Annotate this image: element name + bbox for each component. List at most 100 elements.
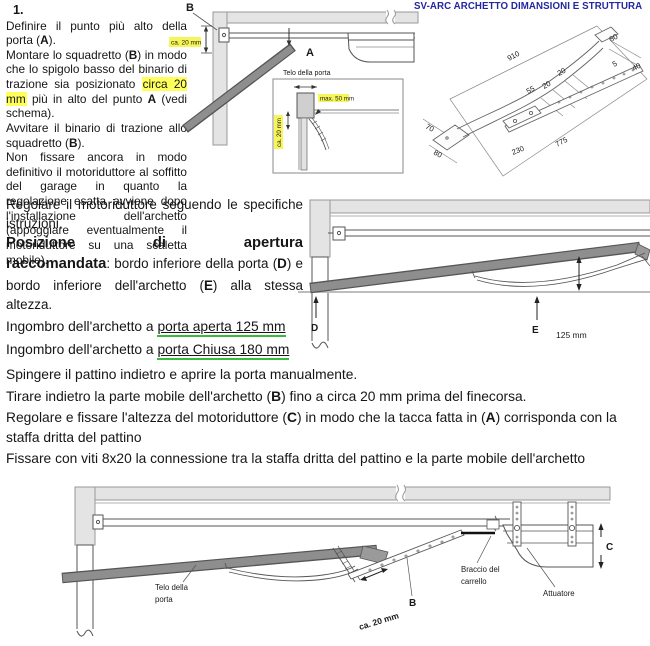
text: Regolare il motoriduttore seguendo le sp… [6, 197, 303, 232]
motor-head [347, 32, 415, 63]
hanging-straps [512, 501, 577, 547]
label-B: B [406, 557, 416, 609]
svg-text:Telo della: Telo della [155, 583, 189, 592]
step-number: 1. [13, 3, 24, 17]
step1-sentence-4: Non fissare ancora in modo definitivo il… [6, 150, 187, 267]
svg-text:775: 775 [554, 135, 569, 149]
text: Fissare con viti 8x20 la connessione tra… [6, 451, 586, 467]
svg-text:80: 80 [432, 148, 444, 160]
text: Ingombro dell'archetto a [6, 318, 158, 334]
wall-post [76, 544, 94, 637]
para3-sentence-4: Fissare con viti 8x20 la connessione tra… [6, 449, 649, 469]
recommended-position-heading: Posizione di apertura raccomandata [6, 235, 303, 273]
value-closed-180mm: porta Chiusa 180 mm [157, 341, 290, 360]
text: Montare lo squadretto ( [6, 47, 129, 62]
rail [92, 514, 510, 532]
wall-post [311, 256, 329, 349]
text: ) e bordo inferiore dell'archetto ( [6, 256, 303, 293]
text: ) fino a circa 20 mm prima del finecorsa… [281, 388, 527, 404]
diagram-door-open-de: D E 125 mm [298, 199, 650, 349]
svg-text:80: 80 [608, 32, 620, 44]
label-D: D [311, 296, 319, 334]
point-A-marker: A [286, 28, 314, 59]
text: Tirare indietro la parte mobile dell'arc… [6, 388, 272, 404]
dimension-labels: 910 80 5 40 20 20 55 70 80 230 775 [424, 32, 642, 160]
svg-text:D: D [311, 323, 318, 334]
label-B: B [186, 2, 218, 31]
svg-text:C: C [606, 542, 613, 553]
dim-ca20mm: ca. 20 mm [169, 25, 212, 54]
ref-c: C [287, 410, 297, 426]
ref-e: E [203, 277, 213, 293]
para2-sentence-1: Regolare il motoriduttore seguendo le sp… [6, 195, 303, 233]
label-braccio-del-carrello: Braccio del carrello [461, 535, 500, 586]
step1-instructions: 1. Definire il punto più alto della port… [6, 3, 187, 267]
trolley-arm [461, 519, 500, 535]
svg-text:Telo della porta: Telo della porta [283, 70, 331, 77]
ref-a: A [147, 91, 157, 106]
svg-text:ca. 20 mm: ca. 20 mm [276, 118, 283, 147]
door-panel-open [61, 544, 389, 584]
label-telo-della-porta: Telo della porta [155, 564, 197, 604]
diagram-open-door-actuator: C Telo della porta Braccio del carrello … [61, 484, 613, 637]
bar-holes [557, 68, 635, 104]
svg-text:max. 50 mm: max. 50 mm [320, 96, 354, 103]
svg-text:B: B [186, 2, 194, 14]
svg-text:E: E [532, 325, 539, 336]
clearance-closed: Ingombro dell'archetto a porta Chiusa 18… [6, 340, 303, 360]
clearance-open: Ingombro dell'archetto a porta aperta 12… [6, 317, 303, 337]
adjustment-instructions: Regolare il motoriduttore seguendo le sp… [6, 195, 303, 360]
para3-sentence-2: Tirare indietro la parte mobile dell'arc… [6, 387, 649, 407]
ref-a: A [485, 410, 496, 426]
dim-C: C [598, 523, 613, 569]
text: Non fissare ancora in modo definitivo il… [6, 150, 187, 267]
text: più in alto del punto [26, 91, 148, 106]
wall [309, 199, 331, 258]
svg-text:20: 20 [541, 79, 553, 91]
svg-text:20: 20 [556, 66, 568, 78]
svg-text:40: 40 [631, 61, 643, 73]
svg-text:porta: porta [155, 595, 173, 604]
wall [212, 11, 228, 146]
archetto-arc [471, 252, 648, 287]
text: Definire il punto più alto della porta ( [6, 18, 187, 48]
text: ). [48, 33, 56, 48]
text: Avvitare il binario di trazione allo squ… [6, 120, 187, 150]
perforated-bar [347, 529, 465, 580]
door-panel-open [309, 241, 650, 294]
diagram-archetto-dimensions: 910 80 5 40 20 20 55 70 80 230 775 [422, 25, 648, 177]
text: ) corrisponda con la staffa dritta del p… [6, 410, 617, 445]
text: Ingombro dell'archetto a [6, 341, 158, 357]
svg-text:Braccio del: Braccio del [461, 565, 500, 574]
ref-a: A [40, 33, 49, 48]
ceiling [213, 9, 419, 25]
step1-sentence-1: Definire il punto più alto della porta (… [6, 19, 187, 48]
ceiling [321, 199, 650, 214]
svg-text:5: 5 [611, 59, 619, 69]
text: ) in modo che la tacca fatta in ( [296, 410, 486, 426]
para2-sentence-2: Posizione di apertura raccomandata: bord… [6, 233, 303, 314]
svg-text:carrello: carrello [461, 577, 487, 586]
text: ) alla stessa altezza. [6, 277, 303, 312]
para3-sentence-3: Regolare e fissare l'altezza del motorid… [6, 408, 649, 447]
step1-sentence-2: Montare lo squadretto (B) in modo che lo… [6, 48, 187, 121]
ref-b: B [128, 47, 138, 62]
text: ). [77, 135, 85, 150]
dim-slide-arrow [360, 568, 388, 581]
dim-125mm: 125 mm [556, 330, 587, 340]
text: ) in modo che lo spigolo basso del binar… [6, 47, 187, 92]
svg-text:B: B [409, 598, 416, 609]
rail [328, 226, 650, 241]
ref-d: D [277, 256, 287, 272]
diagram-door-closed-side-view: B A ca. 20 mm Telo della porta max. 50 m… [169, 2, 419, 174]
text: (vedi schema). [6, 91, 187, 121]
svg-text:70: 70 [424, 122, 436, 134]
svg-text:55: 55 [525, 84, 537, 96]
step1-sentence-3: Avvitare il binario di trazione allo squ… [6, 121, 187, 150]
label-attuatore: Attuatore [526, 547, 575, 598]
final-instructions: Spingere il pattino indietro e aprire la… [6, 365, 649, 471]
ref-b: B [68, 135, 78, 150]
label-E: E [532, 296, 540, 336]
arc-diagram-title: SV-ARC ARCHETTO DIMANSIONI E STRUTTURA [414, 1, 643, 12]
